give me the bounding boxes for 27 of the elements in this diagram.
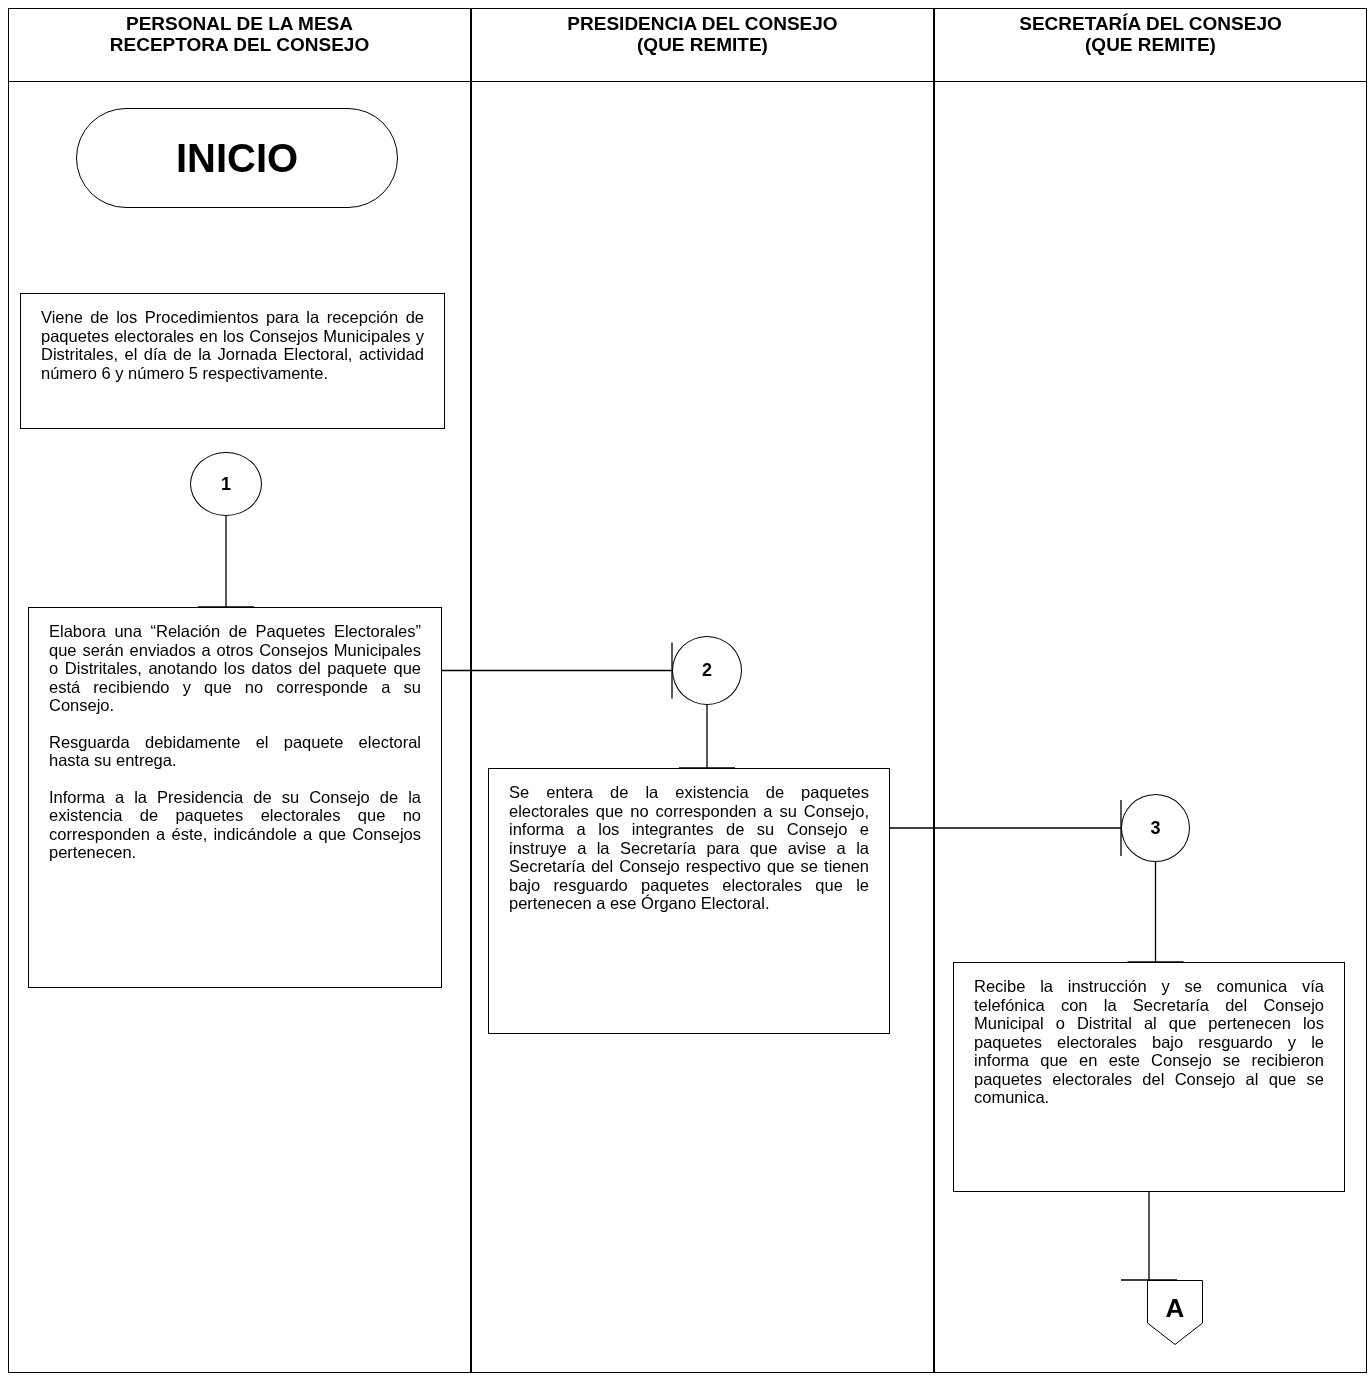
connector-label: 2 bbox=[702, 660, 712, 681]
connector-line bbox=[1120, 1191, 1178, 1281]
swimlane bbox=[934, 8, 1367, 1373]
terminator-label: INICIO bbox=[175, 135, 299, 181]
connector-line bbox=[1126, 861, 1185, 963]
connector-line bbox=[441, 641, 673, 700]
connector-label: 1 bbox=[221, 473, 231, 495]
process-box bbox=[953, 962, 1345, 1192]
swimlane bbox=[8, 8, 471, 1373]
step-text: Viene de los Procedimientos para la recepción de paquetes electorales en los Consejos Municipales y Distritales, el día de la Jornada Electoral, actividad número 6 y número 5 respectivamente. bbox=[41, 308, 424, 382]
step-text: Elabora una “Relación de Paquetes Electorales” que serán enviados a otros Consejos Municipales o Distritales, anotando los datos del paquete que está recibiendo y que no corresponde a su Consejo. bbox=[49, 622, 421, 715]
step-text: Informa a la Presidencia de su Consejo de la existencia de paquetes electorales que no corresponden a éste, indicándole a que Consejos pertenecen. bbox=[49, 787, 421, 862]
connector-line bbox=[197, 515, 255, 608]
step-text: Resguarda debidamente el paquete electoral hasta su entrega. bbox=[49, 732, 421, 770]
connector-label: A bbox=[1165, 1293, 1185, 1324]
process-box bbox=[20, 293, 445, 429]
lane-title: PRESIDENCIA DEL CONSEJO (QUE REMITE) bbox=[566, 12, 839, 55]
swimlane bbox=[471, 8, 934, 1373]
process-box bbox=[488, 768, 890, 1034]
connector-line bbox=[678, 704, 736, 769]
step-text: Se entera de la existencia de paquetes electorales que no corresponden a su Consejo, informa a los integrantes de su Consejo e instruye a la Secretaría para que avise a la Secretaría del Consejo respectivo que se tienen bajo resguardo paquetes electorales que le pertenecen a ese Órgano Electoral. bbox=[509, 783, 869, 913]
lane-title: SECRETARÍA DEL CONSEJO (QUE REMITE) bbox=[1018, 12, 1283, 55]
connector-line bbox=[889, 799, 1122, 857]
lane-title: PERSONAL DE LA MESA RECEPTORA DEL CONSEJO bbox=[108, 12, 371, 55]
connector-label: 3 bbox=[1150, 817, 1161, 839]
step-text: Recibe la instrucción y se comunica vía telefónica con la Secretaría del Consejo Municipal o Distrital al que pertenecen los paquetes electorales bajo resguardo y le informa que en este Consejo se recibieron paquetes electorales del Consejo al que se comunica. bbox=[974, 977, 1324, 1107]
process-box bbox=[28, 607, 442, 988]
